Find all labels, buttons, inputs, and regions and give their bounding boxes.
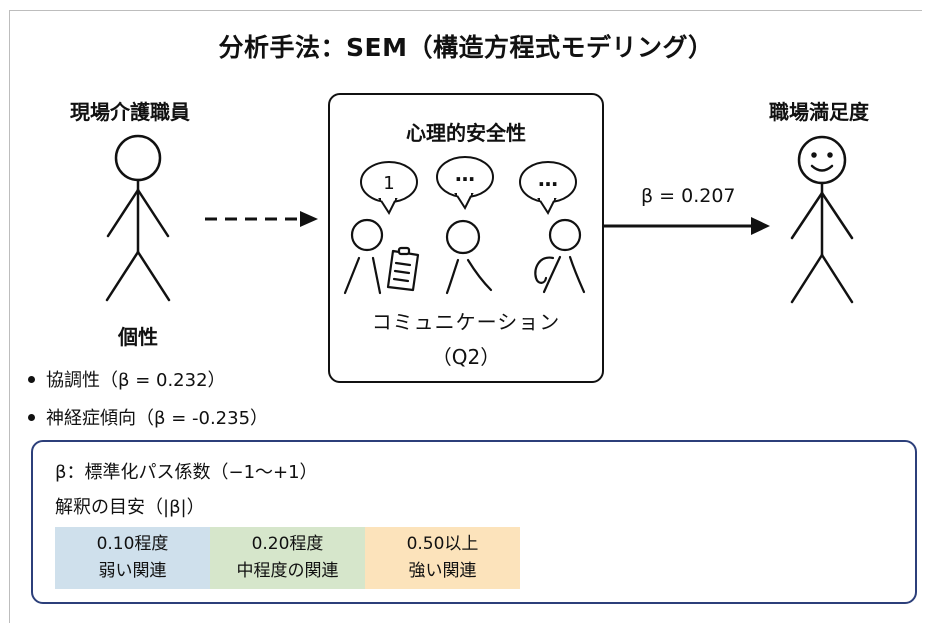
- speech-bubble-icon: [360, 161, 418, 216]
- beta-value: β = 0.207: [641, 185, 736, 207]
- legend-cell-strong: 0.50以上 強い関連: [365, 527, 520, 589]
- legend-cell-moderate: 0.20程度 中程度の関連: [210, 527, 365, 589]
- bubble-text: 1: [383, 173, 394, 194]
- speech-bubble-icon: [436, 156, 494, 211]
- list-item: 協調性（β = 0.232）: [28, 360, 268, 398]
- bubble-text: …: [455, 162, 475, 186]
- legend-cells: 0.10程度 弱い関連 0.20程度 中程度の関連 0.50以上 強い関連: [55, 527, 520, 589]
- diagram-title: 分析手法：SEM（構造方程式モデリング）: [218, 33, 714, 62]
- person-icon: [343, 218, 384, 295]
- bullet-icon: [28, 375, 35, 383]
- satisfaction-label: 職場満足度: [769, 100, 869, 124]
- person-icon: [534, 218, 586, 294]
- bullet-icon: [28, 413, 35, 421]
- personality-label: 個性: [118, 325, 158, 349]
- q2-label: （Q2）: [431, 345, 501, 369]
- speech-bubble-icon: [519, 161, 577, 216]
- list-item: 神経症傾向（β = -0.235）: [28, 398, 268, 436]
- psychological-safety-box: 心理的安全性 コミュニケーション （Q2）: [328, 93, 604, 383]
- communication-label: コミュニケーション: [371, 310, 561, 334]
- legend-cell-weak: 0.10程度 弱い関連: [55, 527, 210, 589]
- personality-list: 協調性（β = 0.232） 神経症傾向（β = -0.235）: [28, 360, 268, 436]
- box-title: 心理的安全性: [406, 121, 526, 145]
- bubble-text: …: [538, 167, 558, 191]
- legend-definition: β：標準化パス係数（−1〜+1）: [55, 462, 318, 483]
- diagram-frame: [9, 10, 922, 623]
- legend-guide-title: 解釈の目安（|β|）: [55, 497, 205, 518]
- legend-box: β：標準化パス係数（−1〜+1） 解釈の目安（|β|） 0.10程度 弱い関連 …: [31, 440, 917, 604]
- person-icon: [445, 219, 493, 295]
- clipboard-icon: [386, 246, 420, 292]
- staff-label: 現場介護職員: [70, 100, 190, 124]
